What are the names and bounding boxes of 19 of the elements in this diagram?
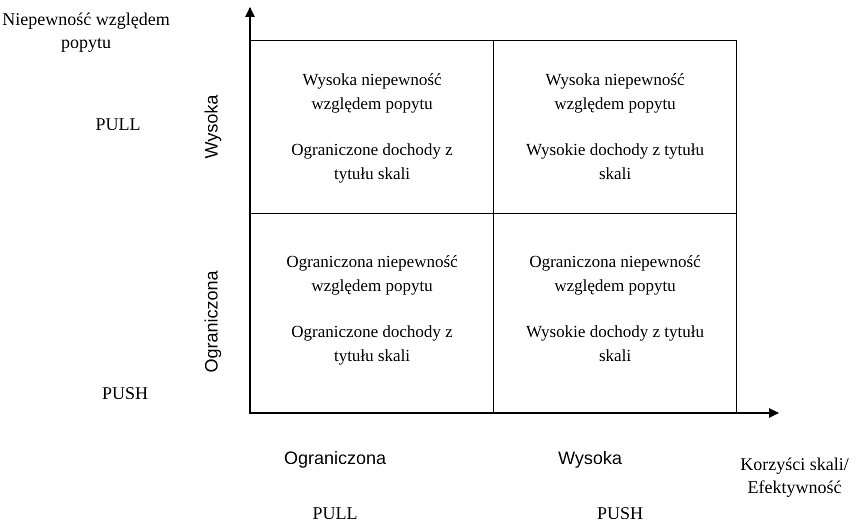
cell-text: Ograniczone dochody z tytułu skali xyxy=(290,139,454,185)
cell-text: Ograniczona niepewność względem popytu xyxy=(285,250,459,297)
strategy-label: PUSH xyxy=(100,382,150,405)
axis-title: Niepewność względem popytu xyxy=(1,8,171,54)
axis-level-label: Ograniczona xyxy=(282,447,388,470)
matrix-cell xyxy=(493,40,737,214)
strategy-label: PUSH xyxy=(596,502,644,522)
cell-text: Wysokie dochody z tytułu skali xyxy=(525,139,705,185)
cell-text: Ograniczone dochody z tytułu skali xyxy=(290,320,454,367)
cell-text: Ograniczona niepewność względem popytu xyxy=(528,250,702,297)
cell-text: Wysoka niepewność względem popytu xyxy=(544,69,686,115)
cell-text: Wysoka niepewność względem popytu xyxy=(301,69,443,115)
strategy-label: PULL xyxy=(94,113,142,136)
axis-level-label: Wysoka xyxy=(200,94,222,160)
strategy-label: PULL xyxy=(312,502,358,522)
axis-title: Korzyści skali/ Efektywność xyxy=(739,453,850,499)
axis-level-label: Wysoka xyxy=(557,447,623,470)
axis-level-label: Ograniczona xyxy=(200,269,222,375)
cell-text: Wysokie dochody z tytułu skali xyxy=(525,320,705,366)
